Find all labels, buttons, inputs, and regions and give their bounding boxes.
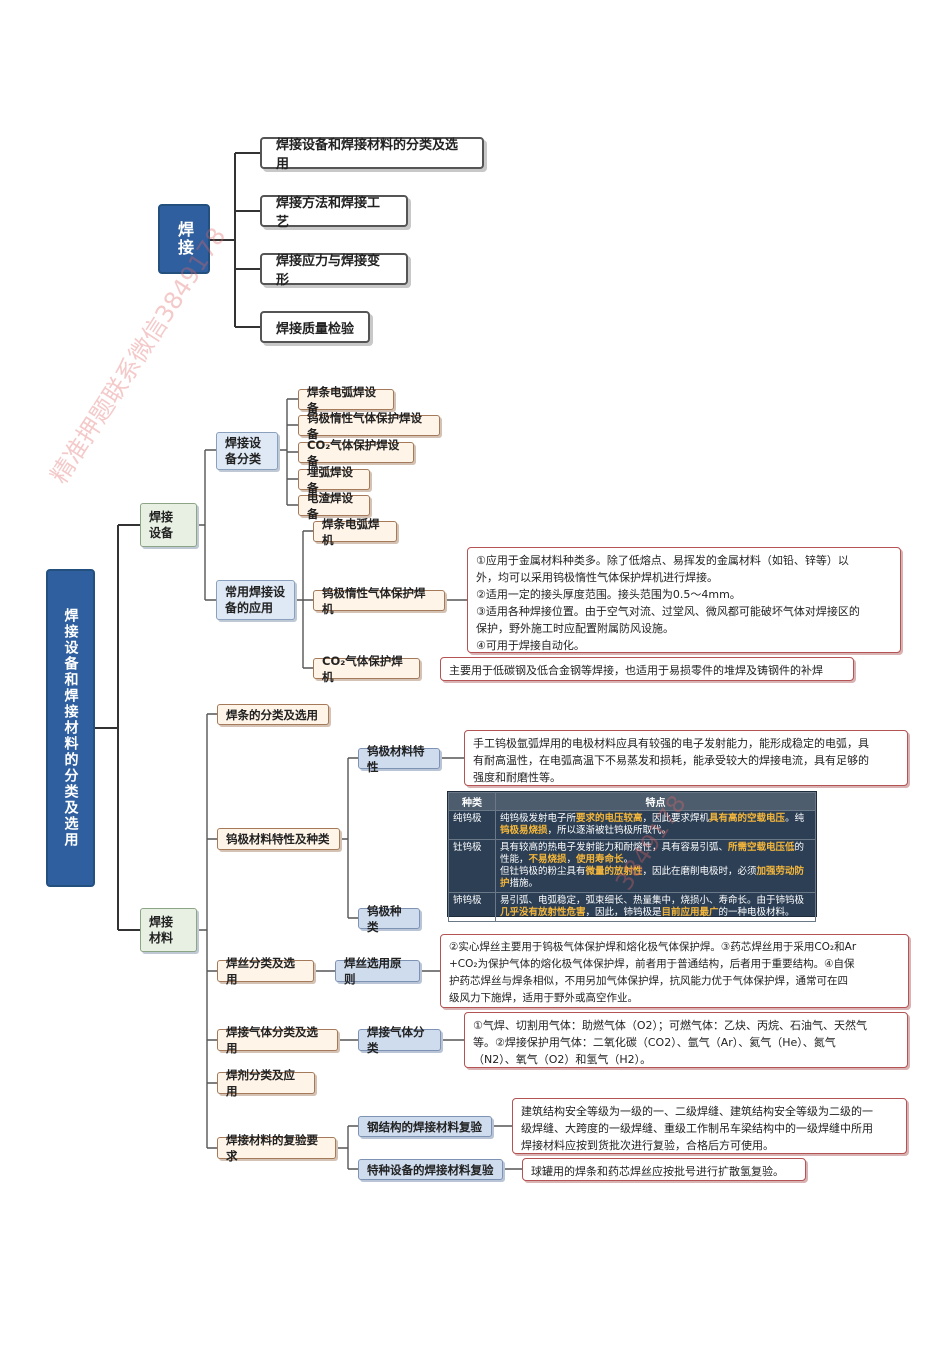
leaf-co2-equipment: CO₂气体保护焊设备 (298, 438, 414, 468)
note-special-equipment-recheck: 球罐用的焊条和药芯焊丝应按批号进行扩散氢复验。 (522, 1158, 806, 1181)
table-row: 钍钨极 具有较高的热电子发射能力和耐熔性，具有容易引弧、所需空载电压低的性能，不… (448, 839, 816, 893)
node-flux-classification: 焊剂分类及应用 (217, 1068, 315, 1098)
leaf-smaw-equipment: 焊条电弧焊设备 (298, 385, 394, 415)
leaf-electrode-classification: 焊条的分类及选用 (217, 704, 329, 725)
branch-welding-materials: 焊接材料 (140, 908, 197, 952)
node-tungsten-types: 钨极种类 (358, 904, 420, 934)
leaf-saw-equipment: 埋弧焊设备 (298, 465, 370, 495)
table-header-features: 特点 (495, 792, 816, 811)
topic-quality-inspection: 焊接质量检验 (260, 311, 370, 343)
table-row: 铈钨极 易引弧、电弧稳定，弧束细长、热量集中，烧损小、寿命长。由于铈钨极几乎没有… (448, 892, 816, 922)
table-header-type: 种类 (448, 792, 496, 811)
leaf-tig-machine: 钨极惰性气体保护焊机 (313, 586, 445, 616)
node-gas-classification-selection: 焊接气体分类及选用 (217, 1025, 338, 1055)
note-tungsten-property: 手工钨极氩弧焊用的电极材料应具有较强的电子发射能力，能形成稳定的电弧，具 有耐高… (464, 730, 908, 786)
leaf-co2-machine: CO₂气体保护焊机 (313, 654, 420, 684)
node-steel-structure-recheck: 钢结构的焊接材料复验 (358, 1116, 492, 1137)
root-node-welding: 焊接 (158, 204, 210, 274)
topic-stress-deformation: 焊接应力与焊接变形 (260, 253, 408, 288)
note-gas-classification: ①气焊、切割用气体：助燃气体（O2）；可燃气体：乙炔、丙烷、石油气、天然气 等。… (464, 1012, 908, 1068)
table-cell-features: 具有较高的热电子发射能力和耐熔性，具有容易引弧、所需空载电压低的性能，不易烧损，… (495, 839, 816, 893)
note-tig-machine: ①应用于金属材料种类多。除了低熔点、易挥发的金属材料（如铅、锌等）以 外，均可以… (467, 547, 901, 653)
node-tungsten-properties-types: 钨极材料特性及种类 (217, 828, 340, 850)
node-equipment-application: 常用焊接设备的应用 (216, 580, 295, 620)
root-node-equipment-materials: 焊接设备和焊接材料的分类及选用 (46, 569, 95, 887)
topic-equipment-materials: 焊接设备和焊接材料的分类及选用 (260, 137, 484, 172)
node-wire-principle: 焊丝选用原则 (335, 956, 420, 986)
note-co2-machine: 主要用于低碳钢及低合金钢等焊接，也适用于易损零件的堆焊及铸钢件的补焊 (440, 657, 854, 681)
table-cell-features: 易引弧、电弧稳定，弧束细长、热量集中，烧损小、寿命长。由于铈钨极几乎没有放射性危… (495, 892, 816, 922)
note-wire-principle: ②实心焊丝主要用于钨极气体保护焊和熔化极气体保护焊。③药芯焊丝用于采用CO₂和A… (440, 934, 909, 1008)
table-cell-features: 纯钨极发射电子所要求的电压较高，因此要求焊机具有高的空载电压。纯钨极易烧损，所以… (495, 810, 816, 840)
topic-welding-methods: 焊接方法和焊接工艺 (260, 195, 408, 230)
node-equipment-classification: 焊接设备分类 (216, 432, 278, 470)
table-cell-name: 铈钨极 (448, 892, 496, 922)
branch-welding-equipment: 焊接设备 (140, 503, 197, 547)
leaf-smaw-machine: 焊条电弧焊机 (313, 517, 397, 547)
node-special-equipment-recheck: 特种设备的焊接材料复验 (358, 1159, 503, 1180)
node-material-recheck: 焊接材料的复验要求 (217, 1133, 336, 1163)
table-cell-name: 钍钨极 (448, 839, 496, 893)
node-tungsten-property: 钨极材料特性 (358, 744, 440, 774)
note-steel-structure-recheck: 建筑结构安全等级为一级的一、二级焊缝、建筑结构安全等级为二级的一 级焊缝、大跨度… (512, 1098, 907, 1154)
tungsten-types-table: 种类 特点 纯钨极 纯钨极发射电子所要求的电压较高，因此要求焊机具有高的空载电压… (447, 791, 817, 922)
table-cell-name: 纯钨极 (448, 810, 496, 840)
leaf-tig-equipment: 钨极惰性气体保护焊设备 (298, 411, 440, 441)
leaf-esw-equipment: 电渣焊设备 (298, 491, 370, 521)
node-wire-classification: 焊丝分类及选用 (217, 956, 314, 986)
node-gas-classification: 焊接气体分类 (358, 1025, 441, 1055)
table-row: 纯钨极 纯钨极发射电子所要求的电压较高，因此要求焊机具有高的空载电压。纯钨极易烧… (448, 810, 816, 840)
